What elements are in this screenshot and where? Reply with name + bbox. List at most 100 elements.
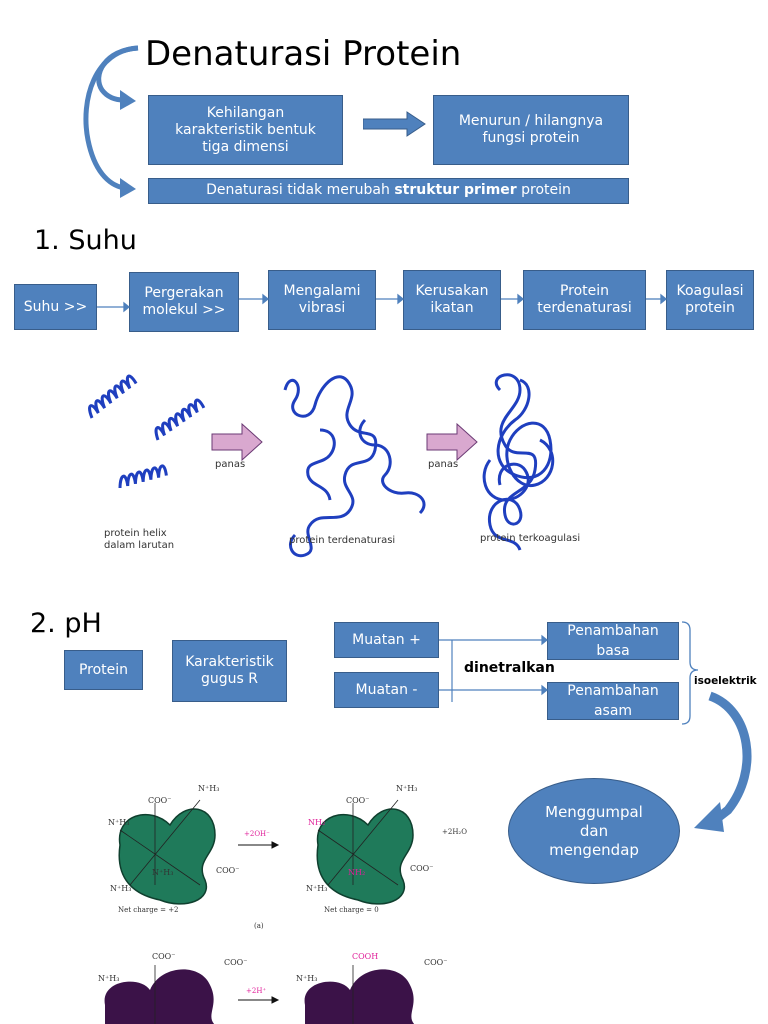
- box-line: fungsi protein: [482, 130, 580, 146]
- nh2-label: NH₂: [348, 868, 366, 877]
- green-protein-blob: [118, 808, 216, 905]
- panel-label: (a): [254, 922, 264, 930]
- note-text-pre: Denaturasi tidak merubah: [206, 182, 395, 198]
- coo-label: COO⁻: [410, 864, 434, 873]
- coagulated-tangle-icon: [482, 459, 530, 502]
- menggumpal-ellipse: Menggumpal dan mengendap: [508, 778, 680, 884]
- loss-function-box: Menurun / hilangnya fungsi protein: [433, 95, 629, 165]
- ellipse-label: dan: [579, 821, 609, 840]
- flow-step-label: protein: [685, 300, 735, 316]
- isoelektrik-label: isoelektrik: [694, 675, 757, 687]
- primary-structure-note-box: Denaturasi tidak merubah struktur primer…: [148, 178, 629, 204]
- ph-connectors: [439, 621, 699, 725]
- box-line: Kehilangan: [206, 104, 285, 121]
- flow-step-label: Mengalami: [283, 283, 361, 299]
- helix-coil-icon: [118, 464, 168, 489]
- nh3-label: N⁺H₃: [396, 784, 418, 793]
- helix-coil-icon: [154, 398, 206, 441]
- flow-connectors: [97, 293, 668, 313]
- coo-label: COO⁻: [424, 958, 448, 967]
- flow-step-vibrasi: Mengalami vibrasi: [268, 270, 376, 330]
- box-label: Karakteristik: [185, 654, 274, 670]
- coo-label: COO⁻: [148, 796, 172, 805]
- box-line: tiga dimensi: [202, 138, 289, 155]
- flow-step-label: Suhu >>: [23, 298, 88, 315]
- heat-label: panas: [215, 459, 246, 470]
- nh3-label: N⁺H₃: [98, 974, 120, 983]
- note-text-bold: struktur primer: [394, 182, 517, 198]
- nh2-label: NH₂: [308, 818, 326, 827]
- net-charge-label: Net charge = 0: [324, 906, 379, 914]
- heat-arrow-icon: [426, 422, 478, 462]
- protein-box: Protein: [64, 650, 143, 690]
- nh3-label: N⁺H₃: [152, 868, 174, 877]
- reagent-h-label: +2H⁺: [246, 987, 267, 995]
- nh3-label: N⁺H₃: [296, 974, 318, 983]
- cooh-label: COOH: [352, 952, 379, 961]
- flow-step-label: ikatan: [430, 300, 474, 316]
- curved-arrow-graphic: [83, 45, 139, 198]
- flow-step-koagulasi: Koagulasi protein: [666, 270, 754, 330]
- flow-step-label: Koagulasi: [676, 283, 744, 299]
- denatured-chain-icon: [306, 428, 336, 501]
- denatured-chain-icon: [358, 418, 426, 515]
- box-label: Muatan -: [355, 681, 418, 698]
- protein-denaturation-figure: [88, 373, 555, 558]
- coo-label: COO⁻: [346, 796, 370, 805]
- flow-step-label: molekul >>: [142, 302, 226, 318]
- caption-denatured: protein terdenaturasi: [289, 535, 396, 546]
- muatan-minus-box: Muatan -: [334, 672, 439, 708]
- flow-step-terdenaturasi: Protein terdenaturasi: [523, 270, 646, 330]
- purple-protein-blob: [104, 969, 215, 1024]
- coagulated-tangle-icon: [496, 378, 555, 487]
- green-protein-blob: [316, 808, 414, 905]
- nh3-label: N⁺H₃: [108, 818, 130, 827]
- curved-arrow-down: [694, 691, 752, 832]
- flow-step-label: Kerusakan: [415, 283, 489, 299]
- gugus-r-box: Karakteristik gugus R: [172, 640, 287, 702]
- flow-step-kerusakan: Kerusakan ikatan: [403, 270, 501, 330]
- section-heading-ph: 2. pH: [30, 608, 102, 639]
- bracket-brace: [681, 621, 699, 725]
- caption-line: protein helix: [104, 528, 167, 539]
- caption-helix: protein helix dalam larutan: [104, 528, 174, 552]
- box-label: asam: [593, 703, 633, 719]
- product-water-label: +2H₂O: [442, 828, 467, 836]
- muatan-plus-box: Muatan +: [334, 622, 439, 658]
- loss-3d-structure-box: Kehilangan karakteristik bentuk tiga dim…: [148, 95, 343, 165]
- heat-label: panas: [428, 459, 459, 470]
- purple-protein-blob: [304, 969, 415, 1024]
- section-heading-suhu: 1. Suhu: [34, 225, 137, 256]
- box-label: Penambahan: [567, 623, 659, 639]
- coo-label: COO⁻: [224, 958, 248, 967]
- coo-label: COO⁻: [152, 952, 176, 961]
- isoelectric-protein-figure: [104, 799, 415, 1024]
- note-text-post: protein: [516, 182, 571, 198]
- flow-step-label: vibrasi: [298, 300, 346, 316]
- box-label: Protein: [78, 661, 129, 678]
- caption-line: dalam larutan: [104, 540, 175, 551]
- reagent-oh-label: +2OH⁻: [244, 830, 270, 838]
- flow-step-label: terdenaturasi: [537, 300, 632, 316]
- penambahan-basa-box: Penambahan basa: [547, 622, 679, 660]
- penambahan-asam-box: Penambahan asam: [547, 682, 679, 720]
- nh3-label: N⁺H₃: [306, 884, 328, 893]
- box-label: Muatan +: [352, 631, 421, 648]
- flow-step-suhu: Suhu >>: [14, 284, 97, 330]
- helix-coil-icon: [88, 374, 138, 419]
- coo-label: COO⁻: [216, 866, 240, 875]
- nh3-label: N⁺H₃: [198, 784, 220, 793]
- flow-step-label: Pergerakan: [144, 285, 224, 301]
- flow-step-label: Protein: [559, 283, 610, 299]
- dinetralkan-label: dinetralkan: [461, 660, 558, 676]
- net-charge-label: Net charge = +2: [118, 906, 179, 914]
- caption-coagulated: protein terkoagulasi: [480, 533, 581, 544]
- box-label: gugus R: [201, 671, 258, 687]
- flow-step-pergerakan: Pergerakan molekul >>: [129, 272, 239, 332]
- heat-arrow-icon: [211, 422, 263, 462]
- box-label: Penambahan: [567, 683, 659, 699]
- box-line: Menurun / hilangnya: [458, 113, 604, 129]
- block-arrow-right: [363, 111, 426, 137]
- page-title: Denaturasi Protein: [145, 34, 462, 74]
- denatured-chain-icon: [283, 375, 378, 558]
